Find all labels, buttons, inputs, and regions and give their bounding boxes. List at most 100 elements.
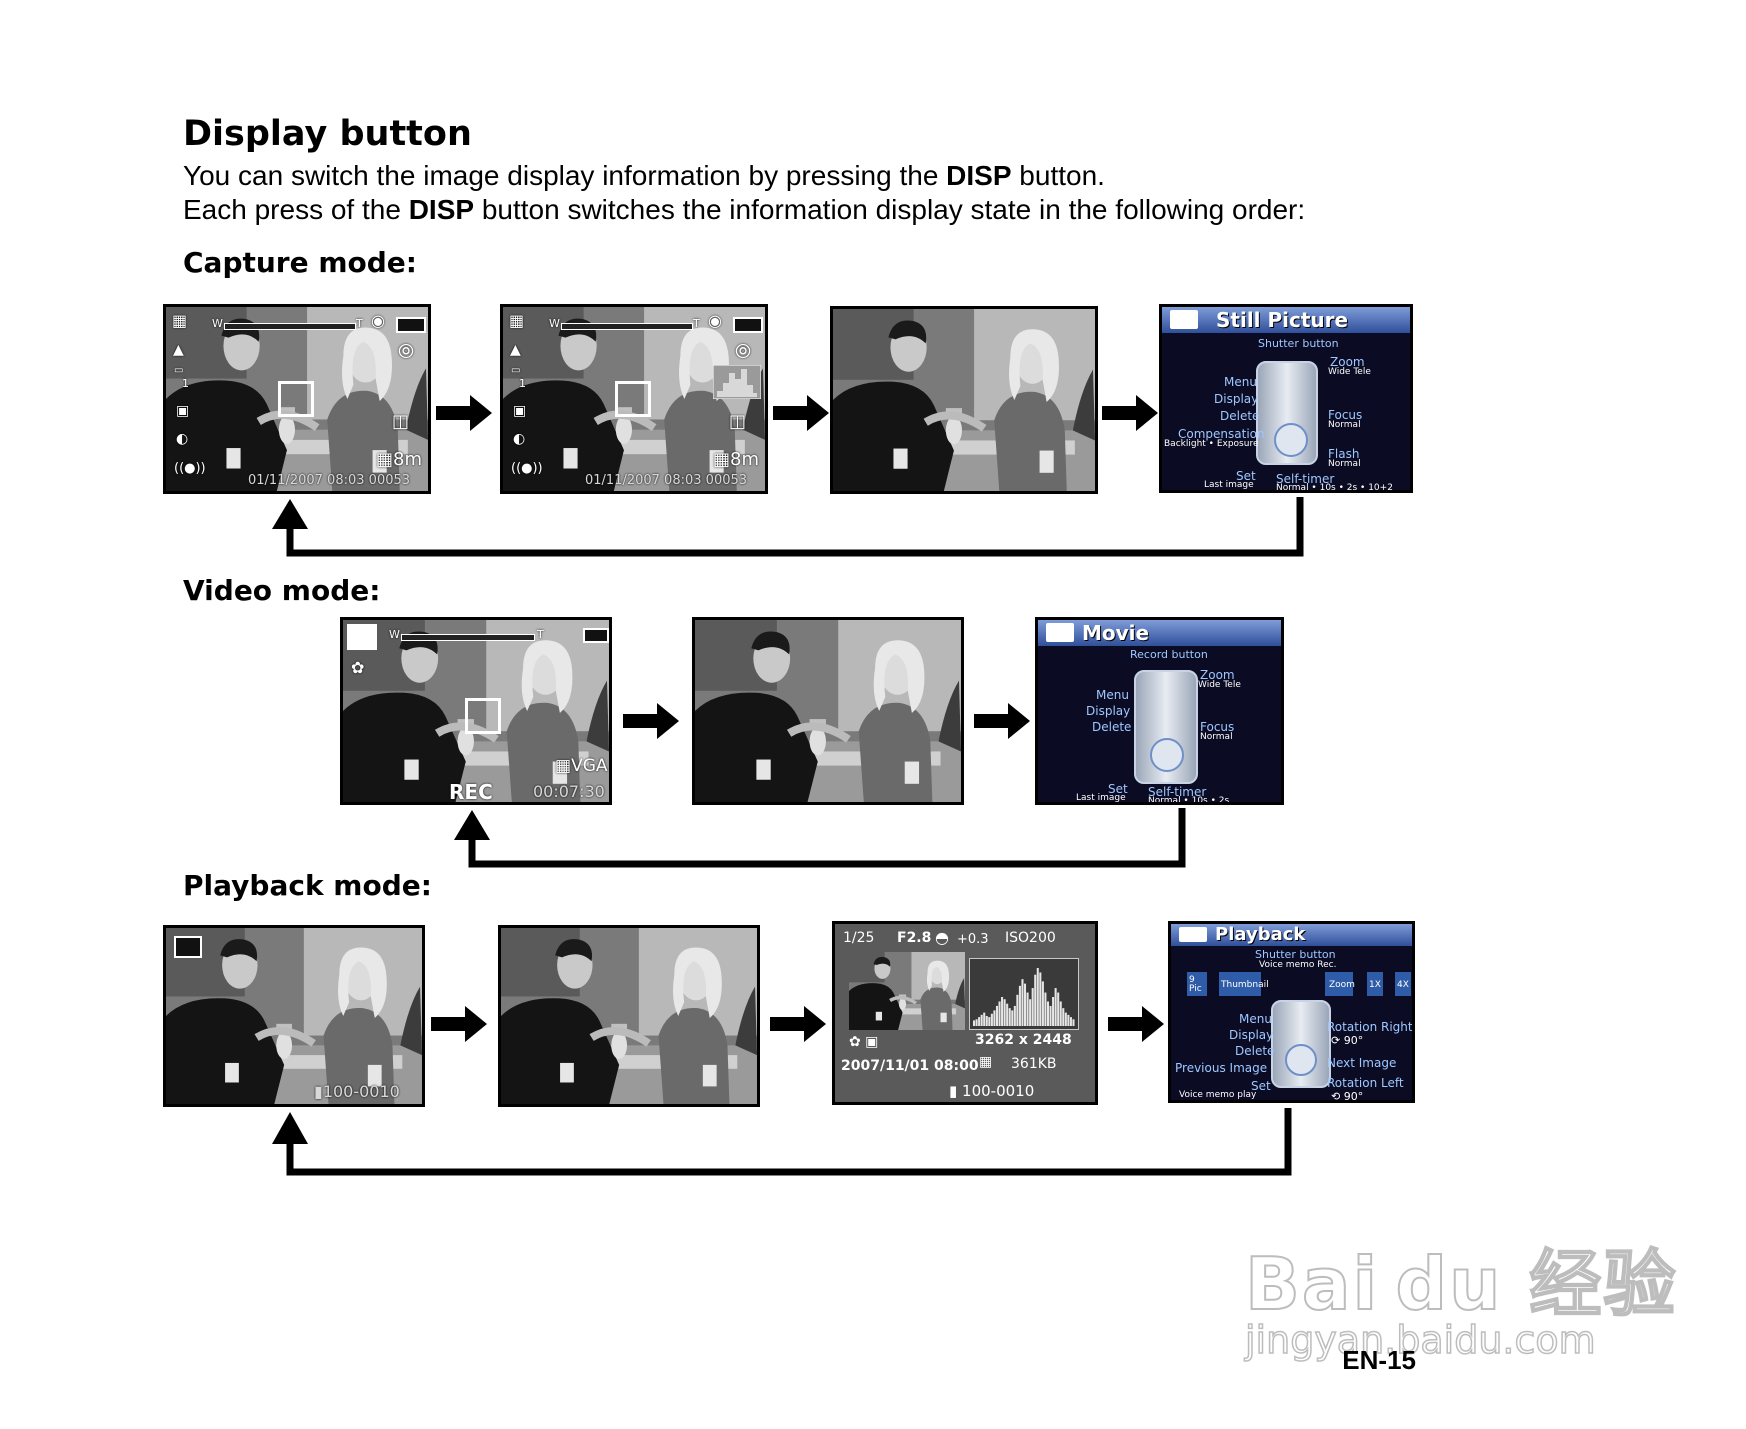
histogram-bar [1031, 988, 1034, 1026]
metering-icon: ▣ [176, 403, 190, 419]
rec-time: 00:07:30 [533, 782, 605, 801]
zoom-bar [401, 634, 535, 641]
histogram-bar [1039, 972, 1042, 1026]
next-arrow [773, 395, 829, 431]
histogram-bar [1072, 1019, 1075, 1026]
zoom-label: Zoom [1330, 355, 1365, 369]
capture-mode-label: Capture mode: [183, 246, 417, 279]
next-arrow [770, 1006, 826, 1042]
metering-icon: ▣ [513, 403, 527, 419]
baidu-watermark-url: jingyan.baidu.com [1244, 1317, 1596, 1363]
iso-value: ISO200 [1005, 930, 1056, 946]
histogram-bar [988, 1017, 991, 1026]
exposure-value: +0.3 [957, 932, 989, 947]
still-picture-help-screen: Still Picture Shutter button Zoom Wide T… [1159, 304, 1413, 493]
playback-mode-icon [174, 936, 202, 958]
video-mode-label: Video mode: [183, 574, 381, 607]
menu-label: Menu [1239, 1012, 1272, 1026]
histogram-bar [1067, 1014, 1070, 1026]
frame-count: 1 [519, 377, 526, 390]
file-size: 361KB [1011, 1056, 1057, 1072]
live-histogram [713, 365, 761, 399]
self-timer-sub: Normal • 10s • 2s • 10+2 [1276, 483, 1393, 493]
movie-help-screen: Movie Record button Zoom Wide Tele Menu … [1035, 617, 1284, 805]
drive-icon: ▭ [511, 365, 521, 376]
intro-line-2: Each press of the DISP button switches t… [183, 194, 1306, 225]
display-label: Display [1214, 392, 1259, 406]
delete-label: Delete [1235, 1044, 1275, 1058]
return-loop-arrow [454, 808, 1186, 868]
zoom-t-label: T [693, 317, 700, 330]
histogram-bar [1026, 992, 1029, 1026]
drive-icon: ▭ [174, 365, 184, 376]
focus-label: Focus [1200, 720, 1235, 734]
capture-screen-histogram: ▦ W T ◉ ▲ ▭ 1 ▣ ◐ ((●)) ⦾ ◫ ▦8m 01/11/20… [500, 304, 768, 494]
dial-icon [1150, 738, 1184, 772]
flash-icon: ⦾ [735, 339, 751, 363]
menu-label: Menu [1224, 375, 1257, 389]
focus-frame [465, 698, 501, 734]
histogram-bar [983, 1012, 986, 1026]
baidu-watermark: Bai du 经验 [1244, 1241, 1678, 1327]
continuous-icon: ◫ [729, 411, 747, 432]
histogram [969, 958, 1079, 1030]
still-picture-title: Still Picture [1216, 308, 1349, 332]
histogram-bar [993, 1010, 996, 1026]
playback-mode-label: Playback mode: [183, 869, 432, 902]
histogram-bar [1044, 992, 1047, 1026]
flash-label: Flash [1328, 447, 1360, 461]
zoom-4x: 4X [1397, 980, 1409, 990]
histogram-bar [1036, 968, 1039, 1026]
capture-screen-no-osd [830, 306, 1098, 494]
shutter-label: Shutter button [1258, 337, 1339, 350]
set-sub: Last image [1204, 480, 1254, 490]
sample-photo [833, 309, 1095, 491]
return-loop-arrow [272, 497, 1304, 557]
quality-icon: ▦ [979, 1054, 993, 1070]
camera-icon [1170, 310, 1198, 329]
histogram-bar [1054, 988, 1057, 1026]
zoom-t-label: T [537, 628, 544, 641]
resolution: 3262 x 2448 [975, 1032, 1072, 1048]
playback-icon [1179, 927, 1207, 942]
zoom-1x: 1X [1369, 980, 1381, 990]
landscape-icon: ▲ [510, 342, 521, 358]
histogram-bar [1041, 981, 1044, 1026]
zoom-label: Zoom [1200, 668, 1235, 682]
flash-icon: ⦾ [398, 339, 414, 363]
white-balance-icon: ◐ [176, 431, 189, 447]
thumbnail [849, 952, 965, 1030]
sample-photo [501, 928, 757, 1104]
histogram-bar [990, 1013, 993, 1026]
frame-count: 1 [182, 377, 189, 390]
exposure-icon: ◓ [935, 928, 949, 947]
next-image-label: Next Image [1327, 1056, 1397, 1070]
next-arrow [974, 703, 1030, 739]
display-label: Display [1229, 1028, 1274, 1042]
zoom-4x-box [1395, 972, 1411, 996]
histogram-bar [1046, 1001, 1049, 1026]
image-index: 1/25 [843, 930, 875, 946]
movie-title: Movie [1082, 621, 1150, 645]
set-label: Set [1251, 1079, 1271, 1093]
focus-sub: Normal [1200, 732, 1233, 742]
flash-sub: Normal [1328, 459, 1361, 469]
histogram-bar [1006, 1003, 1009, 1026]
next-arrow [431, 1006, 487, 1042]
histogram-bar [1057, 992, 1060, 1026]
shutter-label: Shutter button [1255, 948, 1336, 961]
capture-datetime: 01/11/2007 08:03 00053 [585, 473, 748, 488]
help-title-bar: Movie [1038, 620, 1281, 646]
compensation-sub: Backlight • Exposure [1164, 439, 1259, 449]
help-title-bar: Still Picture [1162, 307, 1410, 333]
histogram-bar [975, 1019, 978, 1026]
histogram-bar [973, 1020, 976, 1026]
histogram-bar [1049, 1005, 1052, 1026]
voice-play-label: Voice memo play [1179, 1090, 1257, 1100]
histogram-bar [1069, 1017, 1072, 1026]
macro-icon: ✿ [351, 658, 365, 677]
continuous-icon: ◫ [392, 411, 410, 432]
battery-icon [583, 628, 609, 643]
sample-photo [849, 952, 965, 1030]
rotation-right-sub: ⟳ 90° [1331, 1034, 1364, 1047]
